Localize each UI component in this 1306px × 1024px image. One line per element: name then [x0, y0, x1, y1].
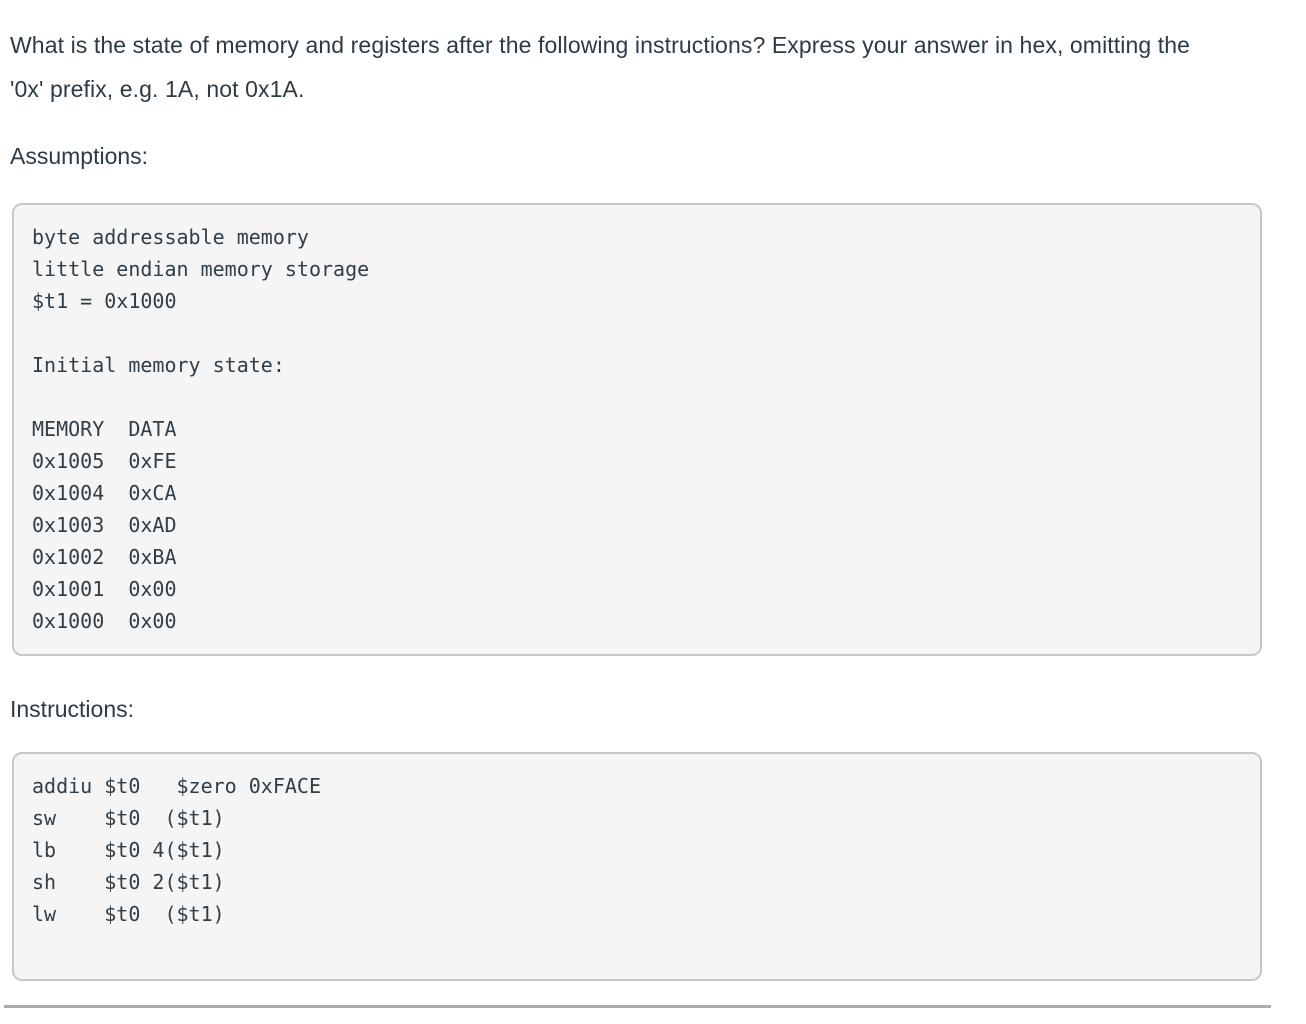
- section-divider: [4, 1005, 1271, 1008]
- question-text: What is the state of memory and register…: [10, 32, 1191, 102]
- instructions-heading: Instructions:: [10, 696, 134, 722]
- instructions-code-block: addiu $t0 $zero 0xFACE sw $t0 ($t1) lb $…: [12, 752, 1262, 981]
- assumptions-code-block: byte addressable memory little endian me…: [12, 203, 1262, 656]
- assumptions-heading: Assumptions:: [10, 143, 149, 169]
